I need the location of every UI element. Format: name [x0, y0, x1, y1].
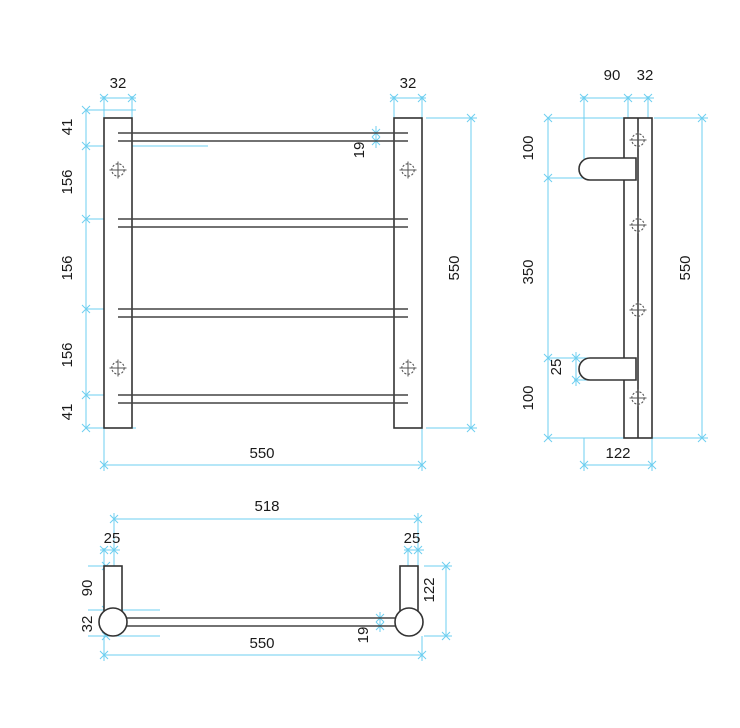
upper-bracket-arm — [578, 157, 637, 181]
view-side-elevation: 90 32 100 350 25 100 550 122 — [520, 67, 708, 471]
front-rails — [118, 132, 408, 404]
dim-pv-depth: 122 — [421, 577, 438, 602]
dim-se-100-top: 100 — [520, 135, 537, 160]
plan-rail — [118, 617, 404, 627]
dim-se-overall-height: 550 — [677, 255, 694, 280]
dim-se-100-bottom: 100 — [520, 385, 537, 410]
dim-fe-41-top: 41 — [59, 119, 76, 136]
dim-se-25: 25 — [548, 359, 565, 376]
dim-se-bracket-arm: 90 — [604, 67, 621, 84]
dim-fe-41-bottom: 41 — [59, 404, 76, 421]
dim-pv-inner-width: 518 — [254, 498, 279, 515]
right-post-section — [394, 607, 424, 637]
dim-se-350: 350 — [520, 259, 537, 284]
dim-pv-post-dia: 32 — [79, 616, 96, 633]
dim-fe-top-right-width: 32 — [400, 75, 417, 92]
left-post-section — [98, 607, 128, 637]
view-plan: 518 25 25 90 32 19 122 550 — [79, 498, 452, 661]
dim-fe-156-1: 156 — [59, 169, 76, 194]
dim-fe-156-3: 156 — [59, 342, 76, 367]
dim-fe-overall-height: 550 — [446, 255, 463, 280]
dim-fe-156-2: 156 — [59, 255, 76, 280]
dim-pv-bracket-left: 25 — [104, 530, 121, 547]
dim-se-post-width: 32 — [637, 67, 654, 84]
dim-se-depth: 122 — [605, 445, 630, 462]
dim-pv-rail-dia: 19 — [355, 627, 372, 644]
dim-fe-overall-width: 550 — [249, 445, 274, 462]
lower-bracket-arm — [578, 357, 637, 381]
view-front-elevation: 32 32 41 156 156 156 41 19 550 550 — [59, 75, 477, 471]
plan-post-sections — [98, 607, 424, 637]
dim-pv-bracket-right: 25 — [404, 530, 421, 547]
dim-fe-rail-thickness: 19 — [351, 142, 368, 159]
dim-pv-arm-length: 90 — [79, 580, 96, 597]
dim-pv-overall-width: 550 — [249, 635, 274, 652]
dim-fe-top-left-width: 32 — [110, 75, 127, 92]
side-geometry — [578, 117, 653, 439]
